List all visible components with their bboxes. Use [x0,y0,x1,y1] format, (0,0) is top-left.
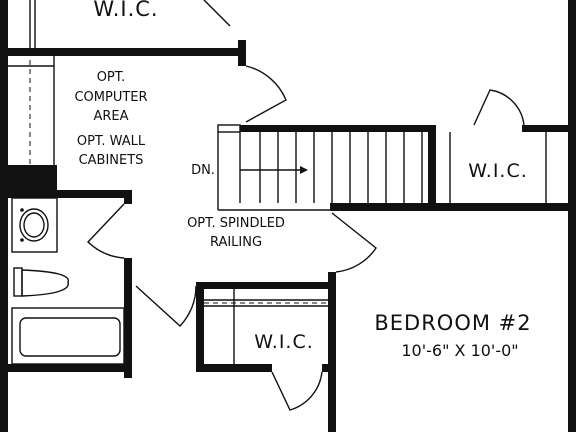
doors [87,0,525,411]
label-wic-bottom: W.I.C. [254,331,314,353]
label-railing-2: RAILING [210,235,262,250]
label-opt-computer-3: AREA [93,109,128,124]
toilet-tank [13,267,23,297]
wall-bedroom-top [330,203,576,211]
bathtub-basin-icon [19,317,121,357]
door-wic-top-leaf [203,0,231,27]
bathtub [11,307,125,365]
label-railing-1: OPT. SPINDLED [187,216,285,231]
bath-fixtures [11,197,125,365]
label-opt-computer-1: OPT. [97,70,126,85]
door-hall-top [245,65,287,123]
door-wic-right [473,89,525,126]
label-opt-wall-2: CABINETS [79,153,144,168]
wall-wic-top-bottom [0,48,246,56]
door-hall-bottom [135,285,197,327]
wall-wic-top-jamb [238,40,246,66]
wall-right-upper [568,0,576,210]
wall-wic-right-top-r [522,125,576,132]
wall-bath-right [124,258,132,378]
wall-left-upper [0,0,8,170]
label-opt-wall-1: OPT. WALL [77,134,146,149]
dashed-lines [29,0,547,360]
toilet-icon [21,269,69,297]
wall-bedroom-left [328,272,336,432]
wall-bath-top [0,190,132,198]
label-wic-top: W.I.C. [93,0,158,21]
door-bath [87,203,125,259]
label-wic-right: W.I.C. [468,160,528,182]
wall-bath-bottom [0,364,132,372]
wall-stair-top [238,125,428,132]
wall-wic-bottom-bottom [196,364,272,372]
wall-right-lower [568,210,576,432]
door-bedroom [331,212,377,273]
stair-arrow-icon [300,166,308,174]
door-wic-bottom [271,371,323,411]
label-opt-computer-2: COMPUTER [74,90,147,105]
wall-wic-bottom-left [196,282,204,372]
wall-left-lower [0,195,8,432]
label-stairs-dn: DN. [191,163,215,178]
wall-bath-door-jamb-top [124,190,132,204]
vanity [11,197,58,253]
label-bedroom-name: BEDROOM #2 [374,311,531,335]
labels: W.I.C. OPT. COMPUTER AREA OPT. WALL CABI… [74,0,531,360]
sink-icon [19,208,49,242]
label-bedroom-dims: 10'-6" X 10'-0" [401,341,518,360]
staircase [217,124,423,211]
wall-wic-bottom-top [196,282,336,289]
wall-wic-right-left [428,125,436,207]
